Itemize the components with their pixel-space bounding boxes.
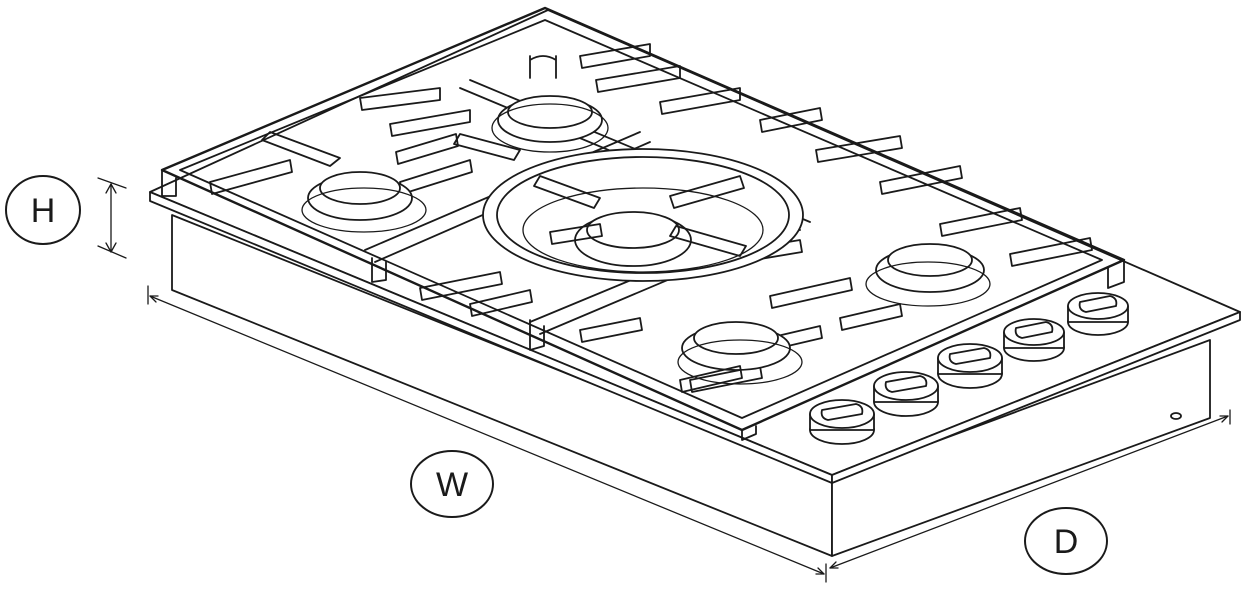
foot (1170, 412, 1182, 420)
burners (301, 55, 991, 393)
plate-right-edge (831, 311, 1241, 484)
burner-front (677, 321, 803, 393)
control-knobs (809, 292, 1129, 445)
knob-5 (1067, 292, 1129, 336)
knob-3 (937, 343, 1003, 389)
knob-4 (1003, 318, 1065, 362)
knob-2 (873, 371, 939, 417)
depth-dimension (829, 409, 1231, 569)
grate-legs (161, 169, 1125, 441)
width-label-text: W (436, 466, 468, 504)
burner-rear (491, 55, 609, 153)
grate-inner-frame (179, 19, 1103, 419)
burner-right (865, 243, 991, 307)
height-label-text: H (31, 192, 56, 230)
burner-center-wok (482, 148, 804, 282)
height-label: H (5, 175, 81, 245)
burner-left (301, 171, 427, 233)
knob-1 (809, 399, 875, 445)
right-side-face (831, 339, 1211, 557)
width-dimension (147, 285, 827, 583)
height-dimension (97, 177, 127, 259)
depth-label-text: D (1054, 523, 1079, 561)
width-label: W (410, 450, 494, 518)
depth-label: D (1024, 507, 1108, 575)
